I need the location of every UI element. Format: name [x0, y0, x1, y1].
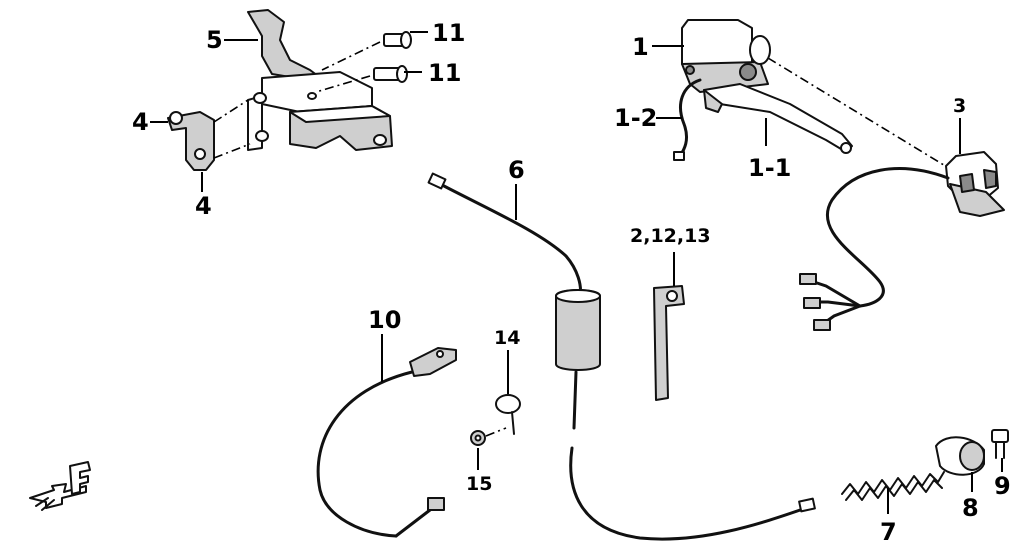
part-5-lever-bracket — [247, 9, 393, 151]
front-direction-arrow-icon — [29, 461, 91, 511]
assembly-line-bolt-top — [321, 41, 381, 71]
part-1-1-brake-lever — [703, 83, 853, 154]
part-6-throttle-cable — [427, 172, 816, 541]
assembly-line-clip-bottom — [213, 143, 251, 159]
callout-9: 9 — [994, 472, 1011, 500]
part-2-cable-tie — [653, 285, 685, 401]
part-14-clamp — [495, 394, 521, 435]
part-15-nut — [470, 427, 507, 446]
callout-4-top: 4 — [132, 108, 149, 136]
assembly-line-bolt-bottom — [315, 75, 371, 93]
callout-6: 6 — [508, 156, 525, 184]
part-11-bolt-bottom — [373, 65, 408, 83]
callout-8: 8 — [962, 494, 979, 522]
part-11-bolt-top — [383, 31, 412, 49]
part-1-master-cylinder — [681, 19, 771, 93]
callout-11-top: 11 — [432, 19, 465, 47]
part-4-clip — [167, 111, 215, 171]
callout-1: 1 — [632, 33, 649, 61]
callout-5: 5 — [206, 26, 223, 54]
part-3-handlebar-switch — [945, 151, 1005, 217]
part-9-screw — [991, 429, 1009, 459]
callout-1-1: 1-1 — [748, 154, 791, 182]
callout-15: 15 — [466, 473, 492, 495]
callout-3: 3 — [953, 95, 966, 117]
callout-10: 10 — [368, 306, 401, 334]
assembly-line-clip-top — [213, 99, 249, 123]
assembly-line-switch — [767, 57, 953, 171]
callout-11-bottom: 11 — [428, 59, 461, 87]
leader-lines — [150, 31, 1003, 514]
callout-7: 7 — [880, 518, 897, 546]
part-3-wiring-harness — [799, 167, 950, 331]
callout-4-bottom: 4 — [195, 192, 212, 220]
part-10-brake-switch-cable — [316, 347, 457, 538]
part-8-throttle-cam — [935, 436, 985, 476]
callout-14: 14 — [494, 327, 520, 349]
front-marker-letter: F — [0, 0, 13, 5]
callout-1-2: 1-2 — [614, 104, 657, 132]
part-1-2-switch-wire — [673, 78, 702, 161]
part-7-spring — [841, 471, 945, 501]
callout-2-12-13: 2,12,13 — [630, 225, 711, 247]
